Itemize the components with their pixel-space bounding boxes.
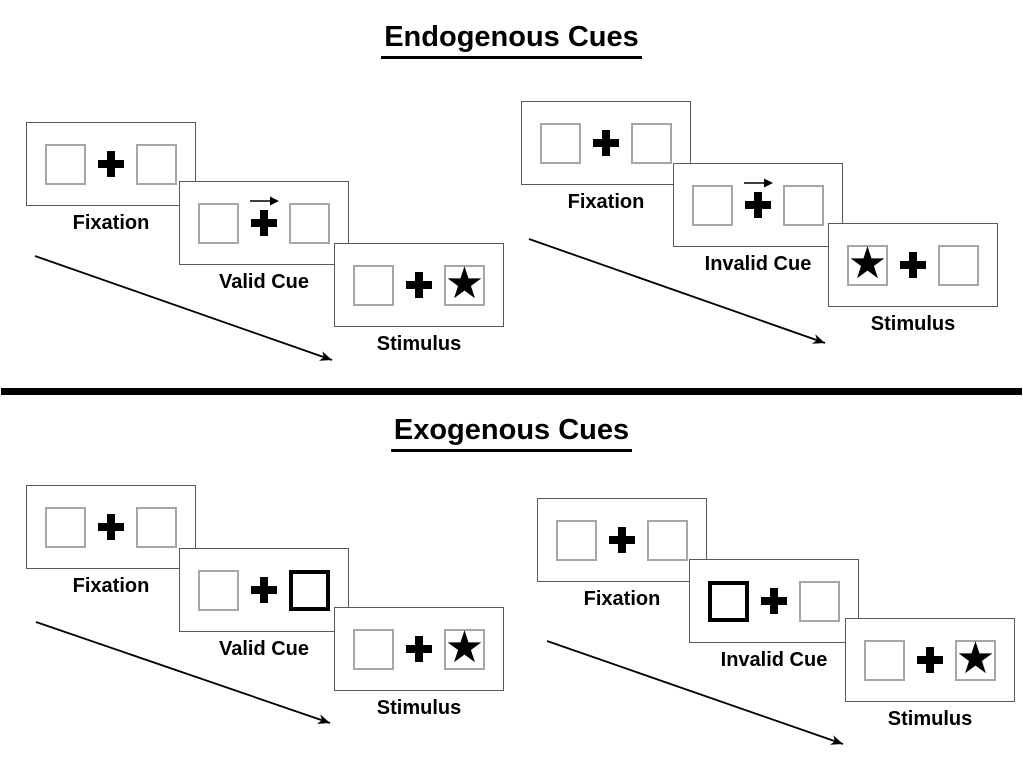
right-box-cue-highlight [289,569,330,611]
panel-label: Fixation [583,588,661,610]
panel-label: Stimulus [376,697,462,719]
section-title-exogenous: Exogenous Cues [0,414,1023,453]
panel-exogenous-valid-stimulus: ★ Stimulus [334,607,504,725]
panel-label: Invalid Cue [720,649,828,671]
left-box: ★ [847,237,888,289]
fixation-cross-icon [406,272,432,298]
panel-label: Fixation [567,191,645,213]
fixation-cross-icon [98,151,124,177]
screen-panel: ★ [828,223,998,307]
panel-endogenous-valid-stimulus: ★ Stimulus [334,243,504,361]
panel-endogenous-valid-cue: Valid Cue [179,181,349,299]
fixation-cross-icon [761,588,787,614]
left-box [353,264,394,306]
panel-endogenous-invalid-stimulus: ★ Stimulus [828,223,998,341]
sequence-arrow-icon [528,238,826,344]
right-box [647,519,688,561]
screen-panel [673,163,843,247]
screen-panel [689,559,859,643]
panel-exogenous-invalid-stimulus: ★ Stimulus [845,618,1015,736]
section-title-endogenous: Endogenous Cues [0,21,1023,60]
left-box [45,506,86,548]
screen-panel [26,122,196,206]
right-box [136,143,177,185]
fixation-cross-icon [900,252,926,278]
panel-label: Fixation [72,212,150,234]
panel-exogenous-valid-fixation: Fixation [26,485,196,603]
star-icon: ★ [444,621,485,673]
panel-endogenous-invalid-cue: Invalid Cue [673,163,843,281]
fixation-cross-icon [917,647,943,673]
panel-exogenous-valid-cue: Valid Cue [179,548,349,666]
fixation-cross-icon [250,196,279,236]
right-box: ★ [444,257,485,309]
panel-label: Stimulus [376,333,462,355]
panel-label: Stimulus [887,708,973,730]
panel-endogenous-invalid-fixation: Fixation [521,101,691,219]
left-box [45,143,86,185]
section-title-text: Exogenous Cues [390,414,633,453]
left-box-cue-highlight [708,580,749,622]
fixation-cross-icon [609,527,635,553]
fixation-cross-icon [593,130,619,156]
left-box [353,628,394,670]
panel-label: Invalid Cue [704,253,812,275]
right-box [938,244,979,286]
right-box [799,580,840,622]
screen-panel: ★ [334,243,504,327]
left-box [540,122,581,164]
sequence-arrow-icon [35,621,331,724]
panel-label: Stimulus [870,313,956,335]
fixation-cross-icon [98,514,124,540]
right-box [289,202,330,244]
star-icon: ★ [955,632,996,684]
left-box [864,639,905,681]
panel-exogenous-invalid-fixation: Fixation [537,498,707,616]
panel-label: Valid Cue [218,271,310,293]
fixation-cross-icon [251,577,277,603]
screen-panel [179,181,349,265]
cue-arrow-right-icon [744,178,773,188]
sequence-arrow-icon [546,640,844,745]
right-box [631,122,672,164]
screen-panel [521,101,691,185]
screen-panel [537,498,707,582]
section-divider [1,388,1022,395]
star-icon: ★ [444,257,485,309]
panel-exogenous-invalid-cue: Invalid Cue [689,559,859,677]
star-icon: ★ [847,237,888,289]
right-box [783,184,824,226]
left-box [198,569,239,611]
fixation-cross-icon [744,178,773,218]
panel-label: Valid Cue [218,638,310,660]
screen-panel [179,548,349,632]
screen-panel [26,485,196,569]
right-box: ★ [955,632,996,684]
section-title-text: Endogenous Cues [381,21,642,60]
left-box [692,184,733,226]
screen-panel: ★ [845,618,1015,702]
panel-label: Fixation [72,575,150,597]
cue-arrow-right-icon [250,196,279,206]
screen-panel: ★ [334,607,504,691]
sequence-arrow-icon [34,255,333,361]
fixation-cross-icon [406,636,432,662]
left-box [198,202,239,244]
left-box [556,519,597,561]
panel-endogenous-valid-fixation: Fixation [26,122,196,240]
right-box [136,506,177,548]
right-box: ★ [444,621,485,673]
